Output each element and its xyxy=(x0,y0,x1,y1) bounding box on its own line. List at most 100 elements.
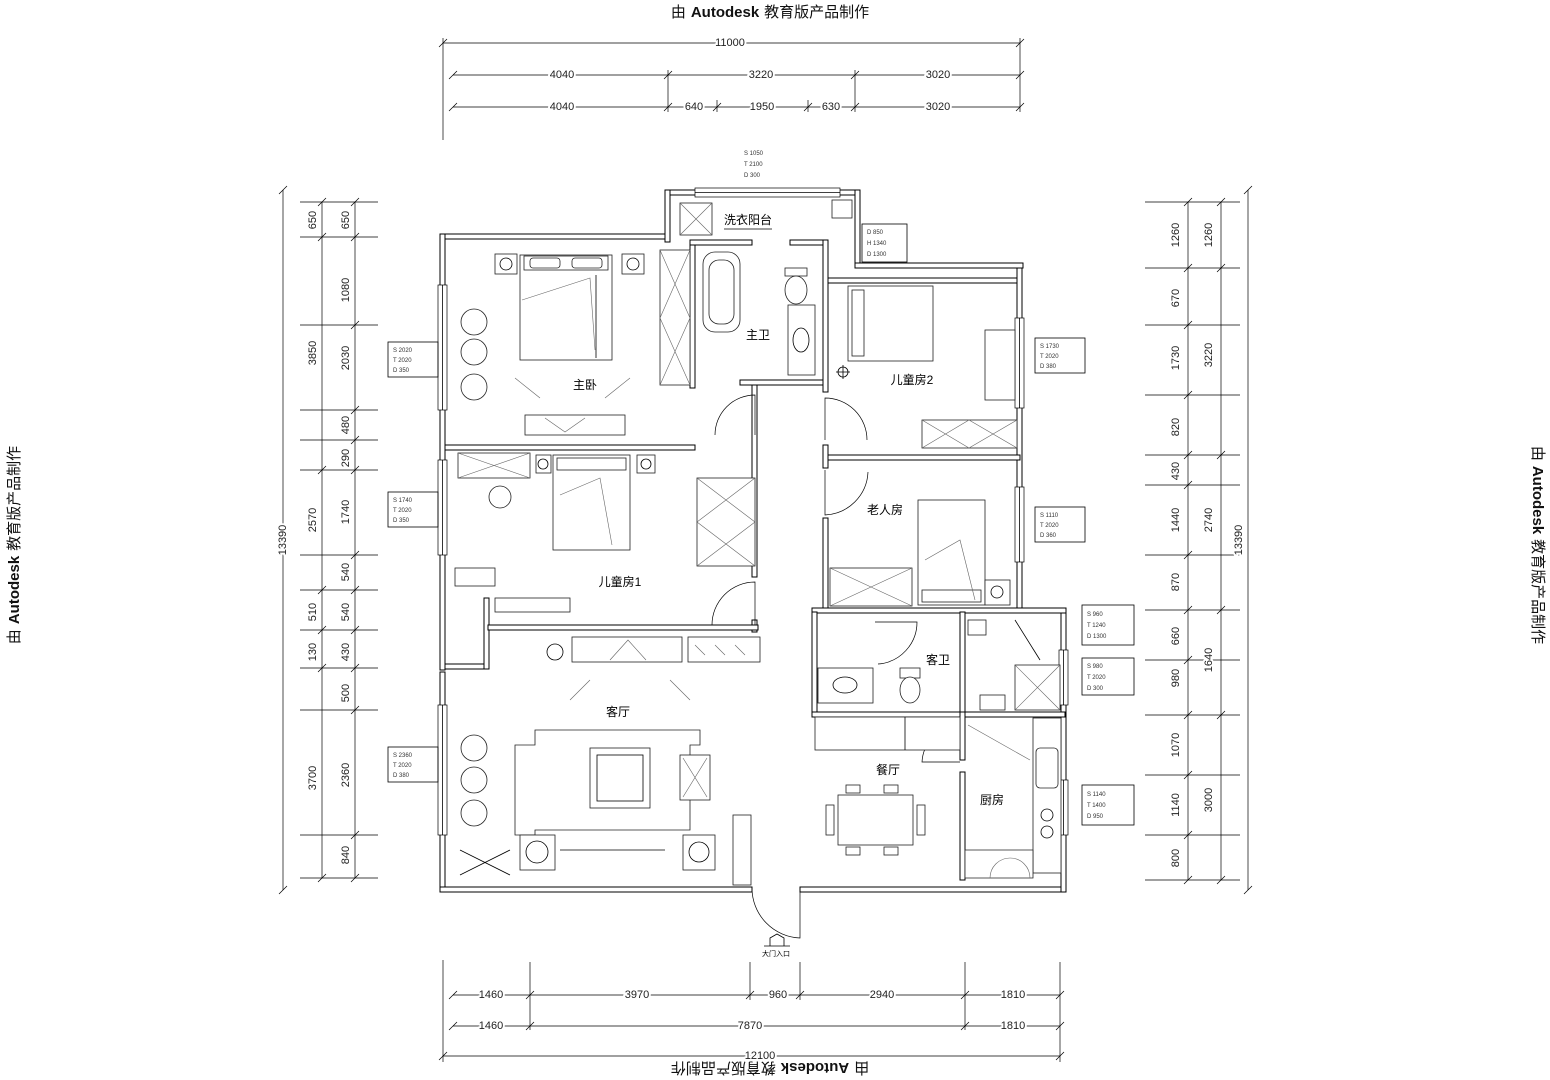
dim-right-inner: 980 xyxy=(1170,669,1182,687)
dimension-tick xyxy=(1243,185,1253,195)
dim-top-r1: 3220 xyxy=(749,69,773,81)
window-tag: D 850 H 1340 D 1300 xyxy=(861,223,908,263)
dim-left-outer: 3700 xyxy=(307,766,319,790)
svg-text:S 1050: S 1050 xyxy=(744,151,764,157)
dim-bottom-total: 12100 xyxy=(745,1050,776,1062)
kids-room-1-furniture xyxy=(454,452,761,663)
window-tag: S 1740 T 2020 D 350 xyxy=(387,491,439,528)
dim-left-inner: 2030 xyxy=(340,346,352,370)
dimensions-right: 13390 1260 3220 2740 1640 3000 1260 670 … xyxy=(1168,221,1247,869)
svg-text:D 380: D 380 xyxy=(1040,364,1057,370)
master-bath-door xyxy=(714,394,756,436)
svg-text:T 2020: T 2020 xyxy=(1040,523,1059,529)
watermark-bottom: 由Autodesk教育版产品制作 xyxy=(671,1060,869,1077)
svg-text:T 2020: T 2020 xyxy=(1087,675,1106,681)
dim-left-outer: 130 xyxy=(307,643,319,661)
dim-top-r1: 4040 xyxy=(550,69,574,81)
master-bedroom-furniture xyxy=(460,249,691,436)
dim-top-r2: 4040 xyxy=(550,101,574,113)
living-room-furniture xyxy=(459,679,752,886)
kids-room-2-door xyxy=(824,397,868,441)
svg-text:S 980: S 980 xyxy=(1087,664,1103,670)
dimensions-bottom: 1460 3970 960 2940 1810 1460 7870 1810 1… xyxy=(477,987,1027,1064)
elder-room-door xyxy=(824,470,869,516)
dim-right-outer: 3000 xyxy=(1203,788,1215,812)
svg-text:D 300: D 300 xyxy=(1087,686,1104,692)
dim-left-inner: 480 xyxy=(340,416,352,434)
dimension-tick xyxy=(448,990,458,1000)
dimensions-top: 11000 4040 3220 3020 4040 640 1950 630 3… xyxy=(548,35,952,115)
dim-bottom-r1: 1810 xyxy=(1001,989,1025,1001)
dim-right-inner: 670 xyxy=(1170,289,1182,307)
dim-left-inner: 430 xyxy=(340,643,352,661)
svg-text:D 380: D 380 xyxy=(393,773,410,779)
svg-text:T 2100: T 2100 xyxy=(744,162,763,168)
svg-text:S 960: S 960 xyxy=(1087,612,1103,618)
dim-right-inner: 430 xyxy=(1170,462,1182,480)
svg-text:D 350: D 350 xyxy=(393,368,410,374)
dim-top-r2: 630 xyxy=(822,101,840,113)
dimension-tick xyxy=(448,70,458,80)
entrance-arrow-icon xyxy=(764,933,790,947)
dim-bottom-r2: 7870 xyxy=(738,1020,762,1032)
svg-text:S 2360: S 2360 xyxy=(393,753,413,759)
dim-top-total: 11000 xyxy=(715,37,745,49)
svg-text:D 360: D 360 xyxy=(1040,533,1057,539)
dim-left-inner: 500 xyxy=(340,684,352,702)
dim-left-outer: 2570 xyxy=(307,508,319,532)
kids-room-1-door xyxy=(711,581,756,626)
dim-top-r2: 3020 xyxy=(926,101,950,113)
svg-text:S 1730: S 1730 xyxy=(1040,344,1060,350)
dim-left-total: 13390 xyxy=(277,525,289,556)
dim-right-inner: 1730 xyxy=(1170,346,1182,370)
dim-right-outer: 1260 xyxy=(1203,223,1215,247)
window-tag: S 960 T 1240 D 1300 xyxy=(1081,604,1135,646)
dimension-tick xyxy=(278,885,288,895)
svg-text:T 2020: T 2020 xyxy=(393,508,412,514)
svg-text:H 1340: H 1340 xyxy=(867,241,887,247)
svg-text:S 2020: S 2020 xyxy=(393,348,413,354)
entrance-door xyxy=(751,887,801,939)
dim-right-inner: 660 xyxy=(1170,627,1182,645)
dim-left-inner: 1740 xyxy=(340,500,352,524)
dim-right-outer: 3220 xyxy=(1203,343,1215,367)
dim-right-inner: 1070 xyxy=(1170,733,1182,757)
dining-furniture xyxy=(814,716,961,856)
svg-text:T 1240: T 1240 xyxy=(1087,623,1106,629)
dim-left-inner: 1080 xyxy=(340,278,352,302)
room-elder-room: 老人房 xyxy=(867,502,903,517)
dim-right-inner: 1140 xyxy=(1170,793,1182,817)
dim-left-outer: 650 xyxy=(307,211,319,229)
dimension-tick xyxy=(1243,885,1253,895)
master-bath-fixtures xyxy=(679,199,853,376)
watermark-left: 由Autodesk教育版产品制作 xyxy=(6,446,23,644)
dim-bottom-r1: 2940 xyxy=(870,989,894,1001)
window-tag: S 2020 T 2020 D 350 xyxy=(387,341,439,378)
kids-room-2-furniture xyxy=(836,285,1018,449)
dim-left-outer: 3850 xyxy=(307,341,319,365)
dim-left-inner: 290 xyxy=(340,449,352,467)
svg-text:S 1110: S 1110 xyxy=(1040,513,1059,519)
dim-top-r1: 3020 xyxy=(926,69,950,81)
dim-right-inner: 800 xyxy=(1170,849,1182,867)
room-living-room: 客厅 xyxy=(606,704,630,719)
dim-left-outer: 510 xyxy=(307,603,319,621)
room-labels: 洗衣阳台 主卫 主卧 儿童房2 老人房 儿童房1 客卫 客厅 餐厅 厨房 xyxy=(573,212,1004,807)
room-master-bedroom: 主卧 xyxy=(573,378,597,392)
entrance-label: 大门入口 xyxy=(762,949,790,958)
dim-top-r2: 1950 xyxy=(750,101,774,113)
dim-right-inner: 1440 xyxy=(1170,508,1182,532)
dim-top-r2: 640 xyxy=(685,101,703,113)
room-dining-room: 餐厅 xyxy=(876,762,900,777)
dim-left-inner: 650 xyxy=(340,211,352,229)
window-tag: S 1140 T 1400 D 950 xyxy=(1081,784,1135,826)
svg-text:S 1740: S 1740 xyxy=(393,498,413,504)
window-tag: S 1110 T 2020 D 360 xyxy=(1034,506,1086,543)
dim-right-total: 13390 xyxy=(1233,525,1245,556)
svg-text:S 1140: S 1140 xyxy=(1087,792,1106,798)
dim-left-inner: 2360 xyxy=(340,763,352,787)
kitchen-fixtures xyxy=(964,717,1062,879)
windows xyxy=(437,187,1069,836)
svg-text:T 2020: T 2020 xyxy=(1040,354,1059,360)
